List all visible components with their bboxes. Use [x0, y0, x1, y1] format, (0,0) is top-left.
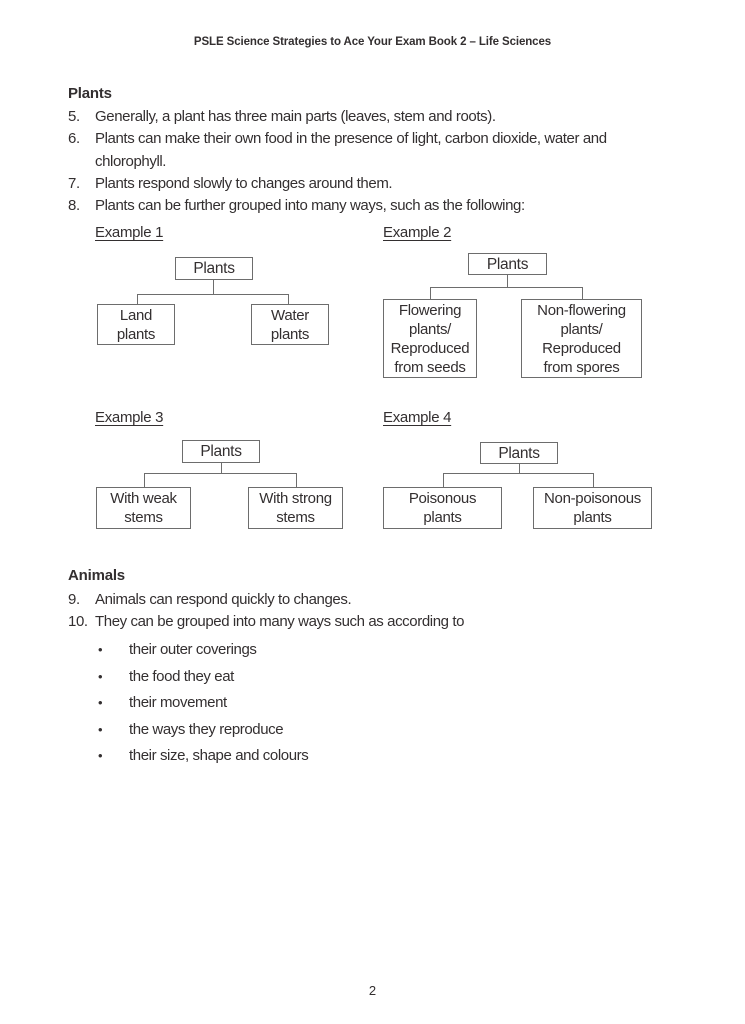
item-text: Generally, a plant has three main parts … [95, 108, 496, 125]
bullet-text: their outer coverings [129, 641, 257, 658]
example-3-label: Example 3 [95, 409, 164, 426]
list-item: 5. Generally, a plant has three main par… [68, 106, 668, 128]
connector-line [221, 463, 222, 473]
bullet-item: • their movement [98, 692, 518, 714]
animals-numbered-list: 9. Animals can respond quickly to change… [68, 589, 668, 634]
connector-line [430, 287, 582, 288]
connector-line [430, 287, 431, 299]
bullet-text: the ways they reproduce [129, 720, 284, 738]
connector-line [137, 294, 288, 295]
item-number: 10. [68, 613, 88, 631]
connector-line [519, 464, 520, 473]
animals-bullet-list: • their outer coverings • the food they … [98, 639, 518, 772]
list-item: 9. Animals can respond quickly to change… [68, 589, 668, 611]
list-item: 10. They can be grouped into many ways s… [68, 611, 668, 633]
connector-line [144, 473, 145, 487]
tree-child-box: Land plants [97, 304, 175, 345]
bullet-icon: • [98, 695, 103, 710]
bullet-item: • the food they eat [98, 666, 518, 688]
tree-child-box: Flowering plants/ Reproduced from seeds [383, 299, 477, 378]
tree-parent-box: Plants [468, 253, 547, 275]
page-header: PSLE Science Strategies to Ace Your Exam… [193, 36, 552, 48]
plants-numbered-list: 5. Generally, a plant has three main par… [68, 106, 668, 217]
example-2-label: Example 2 [383, 224, 452, 241]
tree-child-box: Water plants [251, 304, 329, 345]
tree-child-box: Non-poisonous plants [533, 487, 652, 529]
connector-line [137, 294, 138, 304]
section-heading-animals: Animals [68, 567, 125, 584]
bullet-text: their size, shape and colours [129, 747, 309, 764]
tree-child-box: Poisonous plants [383, 487, 502, 529]
bullet-text: the food they eat [129, 667, 234, 685]
example-1-label: Example 1 [95, 224, 164, 241]
tree-parent-box: Plants [182, 440, 260, 463]
list-item: 8. Plants can be further grouped into ma… [68, 195, 668, 217]
page-number: 2 [368, 983, 377, 998]
tree-child-box: Non-flowering plants/ Reproduced from sp… [521, 299, 642, 378]
tree-parent-box: Plants [175, 257, 253, 280]
connector-line [144, 473, 296, 474]
item-text: Plants can make their own food in the pr… [95, 130, 607, 170]
connector-line [507, 275, 508, 287]
tree-parent-box: Plants [480, 442, 558, 464]
list-item: 6. Plants can make their own food in the… [68, 128, 668, 173]
bullet-icon: • [98, 668, 103, 684]
connector-line [296, 473, 297, 487]
item-number: 5. [68, 108, 80, 125]
bullet-item: • their size, shape and colours [98, 745, 518, 767]
bullet-icon: • [98, 748, 103, 763]
connector-line [213, 280, 214, 294]
bullet-item: • their outer coverings [98, 639, 518, 661]
tree-child-box: With weak stems [96, 487, 191, 529]
example-4-label: Example 4 [383, 409, 452, 426]
item-text: They can be grouped into many ways such … [95, 613, 465, 631]
connector-line [288, 294, 289, 304]
item-number: 7. [68, 174, 80, 192]
item-text: Animals can respond quickly to changes. [95, 591, 352, 608]
section-heading-plants: Plants [68, 85, 112, 102]
item-text: Plants can be further grouped into many … [95, 197, 525, 215]
bullet-icon: • [98, 721, 103, 737]
example-4-diagram: Example 4 Plants Poisonous plants Non-po… [370, 409, 660, 534]
item-number: 6. [68, 130, 80, 148]
bullet-text: their movement [129, 694, 227, 711]
bullet-icon: • [98, 642, 103, 657]
connector-line [443, 473, 444, 487]
example-2-diagram: Example 2 Plants Flowering plants/ Repro… [370, 224, 650, 379]
example-3-diagram: Example 3 Plants With weak stems With st… [90, 409, 350, 534]
tree-child-box: With strong stems [248, 487, 343, 529]
item-text: Plants respond slowly to changes around … [95, 174, 393, 192]
connector-line [443, 473, 593, 474]
item-number: 8. [68, 197, 80, 215]
item-number: 9. [68, 591, 80, 608]
example-1-diagram: Example 1 Plants Land plants Water plant… [90, 224, 335, 354]
list-item: 7. Plants respond slowly to changes arou… [68, 173, 668, 195]
connector-line [593, 473, 594, 487]
connector-line [582, 287, 583, 299]
bullet-item: • the ways they reproduce [98, 719, 518, 741]
